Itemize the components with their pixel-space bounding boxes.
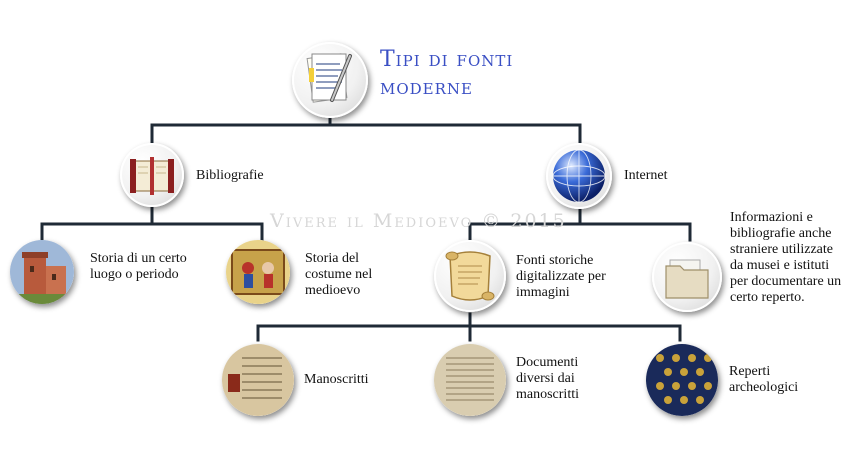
node-storia-luogo: Storia di un certo luogo o periodo (90, 251, 187, 282)
watermark: Vivere il Medioevo © 2015 (270, 210, 567, 232)
document-icon (434, 344, 506, 416)
node-informazioni: Informazioni e bibliografie anche strani… (730, 210, 842, 305)
castle-icon (10, 240, 74, 304)
node-internet: Internet (624, 168, 668, 183)
node-fonti-storiche: Fonti storiche digitalizzate per immagin… (516, 253, 606, 300)
artifact-icon (646, 344, 718, 416)
node-reperti: Reperti archeologici (729, 364, 799, 395)
book-icon (120, 143, 184, 207)
node-documenti: Documenti diversi dai manoscritti (516, 355, 579, 402)
node-manoscritti: Manoscritti (304, 372, 369, 387)
node-bibliografie: Bibliografie (196, 168, 264, 183)
scroll-icon (434, 240, 506, 312)
notepad-icon (292, 42, 368, 118)
title-line-2: moderne (380, 75, 474, 100)
folder-icon (652, 242, 722, 312)
globe-icon (546, 143, 612, 209)
manuscript-icon (222, 344, 294, 416)
miniature-icon (226, 240, 290, 304)
diagram-title: Tipi di fonti moderne (380, 46, 513, 102)
title-line-1: Tipi di fonti (380, 47, 514, 72)
node-storia-costume: Storia del costume nel medioevo (305, 251, 373, 298)
